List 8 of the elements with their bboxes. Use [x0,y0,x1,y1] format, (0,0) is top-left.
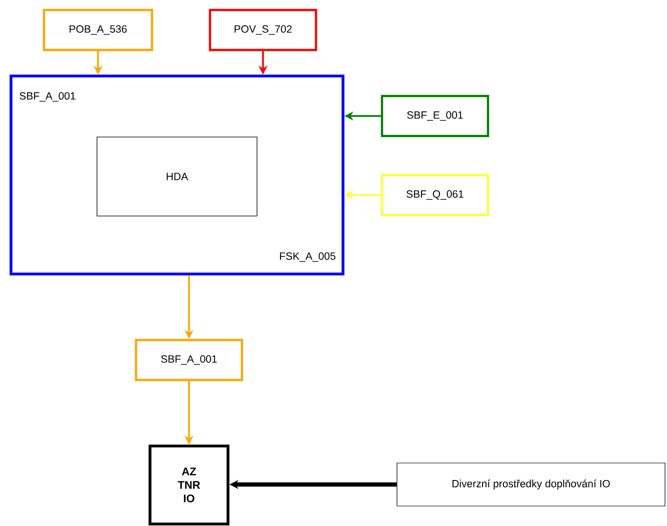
signal-box: SBF_Q_061 [380,174,490,216]
source-box: Diverzní prostředky doplňování IO [396,462,666,506]
signal-box: POB_A_536 [42,8,154,52]
signal-box: SBF_E_001 [380,94,490,138]
signal-box: SBF_A_001 [134,338,244,382]
process-box: HDA [96,136,258,216]
output-box: AZ TNR IO [148,444,230,526]
signal-box: POV_S_702 [208,8,318,52]
